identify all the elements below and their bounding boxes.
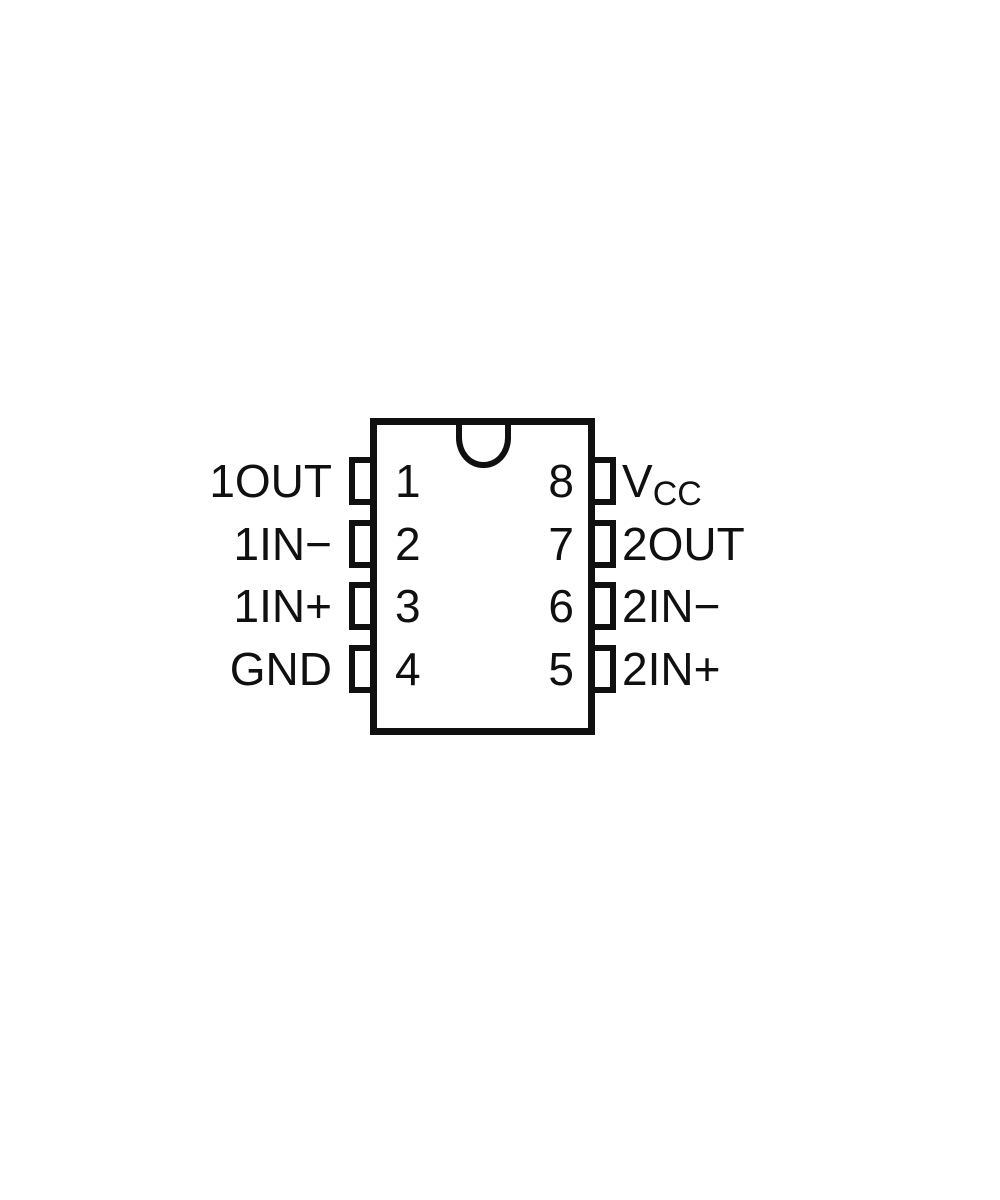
- pin-number-1: 1: [395, 455, 421, 507]
- pin-number-6: 6: [548, 580, 574, 632]
- pin-label-2in-minus: 2IN−: [622, 582, 882, 630]
- pin-label-vcc: VCC: [622, 455, 882, 513]
- pin-label-1out: 1OUT: [112, 457, 332, 505]
- ic-package-body: [370, 418, 595, 735]
- pin-label-text: 1IN+: [233, 580, 332, 632]
- pin-label-2out: 2OUT: [622, 520, 882, 568]
- pin-number-8: 8: [548, 455, 574, 507]
- pin-number-3: 3: [395, 580, 421, 632]
- pin-number-5: 5: [548, 643, 574, 695]
- pin-label-text: 2IN+: [622, 643, 721, 695]
- pin-number-2: 2: [395, 518, 421, 570]
- pin-label-1in-plus: 1IN+: [112, 582, 332, 630]
- pin-label-2in-plus: 2IN+: [622, 645, 882, 693]
- pin-label-subscript: CC: [652, 475, 702, 513]
- pin-label-text: GND: [229, 643, 332, 695]
- pin-label-text: 1OUT: [209, 455, 332, 507]
- pin-label-text: 1IN−: [233, 518, 332, 570]
- pin-number-4: 4: [395, 643, 421, 695]
- pin-label-text: 2IN−: [622, 580, 721, 632]
- pin-label-gnd: GND: [112, 645, 332, 693]
- pin-label-text: V: [622, 455, 653, 507]
- pin1-notch-indicator: [456, 425, 511, 468]
- pin-number-7: 7: [548, 518, 574, 570]
- pin-label-1in-minus: 1IN−: [112, 520, 332, 568]
- pin-label-text: 2OUT: [622, 518, 745, 570]
